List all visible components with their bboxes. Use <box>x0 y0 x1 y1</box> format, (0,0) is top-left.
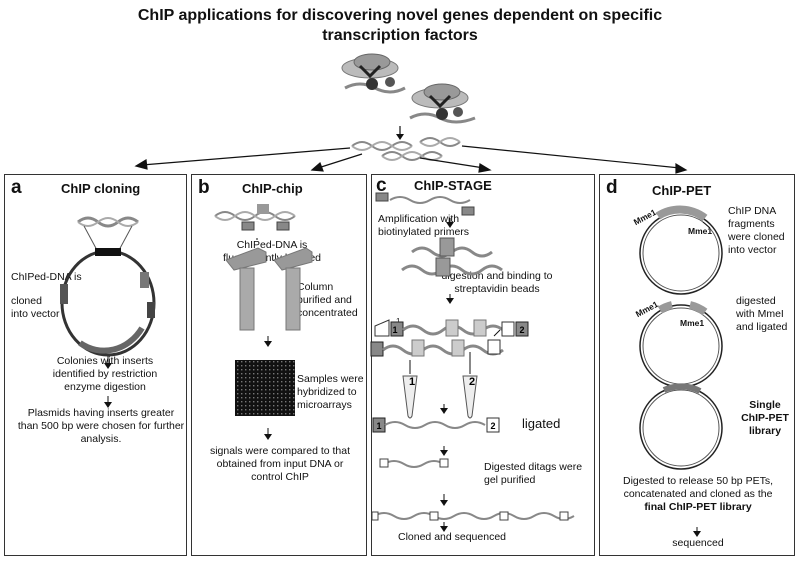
amplified-fragments-icon <box>375 192 503 304</box>
tube-2-label: 2 <box>469 376 475 388</box>
adapter-ligated-fragments-icon <box>370 319 529 357</box>
digested-vector-icon <box>639 301 723 388</box>
panel-b-step-3: Samples were hybridized to microarrays <box>297 373 364 411</box>
tube-1-label: 1 <box>409 376 415 388</box>
ligated-adapter-1-label: 1 <box>376 421 381 431</box>
dna-fragments-icon <box>351 137 461 161</box>
panel-b-letter: b <box>198 177 210 198</box>
panel-d-title: ChIP-PET <box>652 183 712 198</box>
adapter-1-label: 1 <box>392 325 397 335</box>
panel-c-ligated: ligated <box>522 416 561 431</box>
panel-c-title: ChIP-STAGE <box>414 178 492 193</box>
labelled-dna-icon <box>214 204 296 240</box>
panel-d: d ChIP-PET Mme1 Mme1 ChIP DNA fragments … <box>599 174 795 556</box>
panel-a-title: ChIP cloning <box>61 181 141 196</box>
panel-d-step-1: ChIP DNA fragments were cloned into vect… <box>728 205 785 256</box>
panel-b-step-4: signals were compared to that obtained f… <box>209 445 351 483</box>
panel-a: a ChIP cloning ChIPed-DNA is cloned into… <box>4 174 187 556</box>
ligated-ditag-icon <box>371 417 575 532</box>
page-title: ChIP applications for discovering novel … <box>60 6 740 46</box>
ligated-adapter-2-label: 2 <box>490 421 495 431</box>
panel-c-step-4: Cloned and sequenced <box>398 531 507 543</box>
chip-pet-vector-icon <box>639 205 723 295</box>
panel-a-step-1: Colonies with inserts identified by rest… <box>52 355 158 393</box>
panel-c: c ChIP-STAGE Amplification with biotinyl… <box>371 174 595 556</box>
panel-b-step-2: Column purified and concentrated <box>297 281 358 319</box>
plasmid-vector-icon <box>60 216 156 408</box>
title-line-1: ChIP applications for discovering novel … <box>137 7 663 24</box>
panel-a-step-2: Plasmids having inserts greater than 500… <box>17 407 185 445</box>
microarray-icon <box>235 360 295 416</box>
adapter-2-label: 2 <box>519 325 524 335</box>
panel-d-step-2: digested with MmeI and ligated <box>736 295 788 333</box>
panel-c-step-1: Amplification with biotinylated primers <box>378 213 470 238</box>
title-line-2: transcription factors <box>322 27 478 44</box>
panel-c-letter: c <box>376 175 387 196</box>
chip-pet-library-icon <box>639 383 723 470</box>
protein-complex-2-icon <box>409 83 476 124</box>
panel-d-mme-small-2: Mme1 <box>680 318 705 328</box>
protein-complex-1-icon <box>341 53 406 94</box>
panel-d-library: Single ChIP-PET library <box>741 399 789 437</box>
panel-b: b ChIP-chip ChIPed-DNA is fluorescently … <box>191 174 367 556</box>
panel-d-mme-small: Mme1 <box>688 226 713 236</box>
panel-a-side-text-1: ChIPed-DNA is <box>11 271 82 283</box>
panel-d-step-3-bold: final ChIP-PET library <box>644 501 752 513</box>
panel-c-step-3: Digested ditags were gel purified <box>484 461 583 486</box>
panel-d-step-3: Digested to release 50 bp PETs, concaten… <box>622 475 773 500</box>
purification-column-icon <box>225 247 313 331</box>
panel-a-side-text-2: cloned into vector <box>11 295 60 320</box>
panel-d-letter: d <box>606 177 618 198</box>
panel-b-title: ChIP-chip <box>242 181 303 196</box>
panel-a-letter: a <box>11 177 22 198</box>
reaction-tubes-icon: 1 2 <box>402 352 478 419</box>
panel-d-step-4: sequenced <box>672 537 724 549</box>
